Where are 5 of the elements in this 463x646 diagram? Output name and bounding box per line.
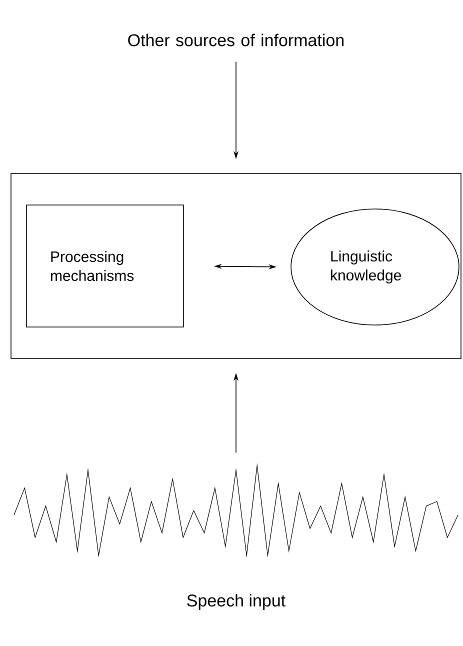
system-box (10, 173, 462, 359)
process-box: Processing mechanisms (26, 204, 184, 328)
waveform-drawing (14, 462, 458, 558)
source-label: Other sources of information (128, 34, 344, 46)
caption-text: Speech input (187, 594, 286, 610)
